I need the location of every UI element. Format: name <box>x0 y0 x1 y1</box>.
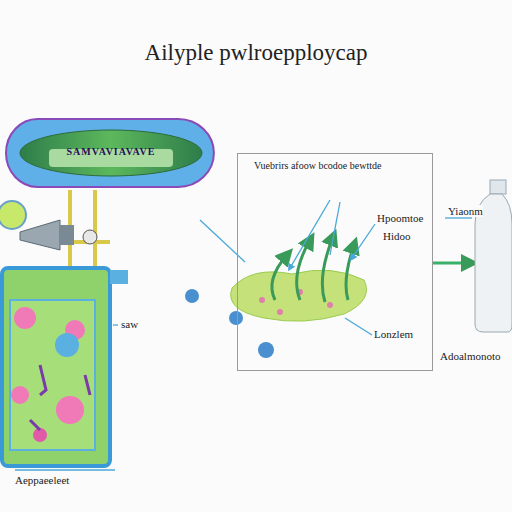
dot <box>185 289 199 303</box>
callout-label: saw <box>121 318 138 330</box>
callout-label: Lonzlem <box>374 328 413 340</box>
dot <box>229 311 243 325</box>
callout-label: Hpoomtoe <box>377 212 423 224</box>
dot <box>258 342 274 358</box>
title: Ailyple pwlroepploycap <box>0 40 512 66</box>
leader-lines <box>15 200 472 470</box>
funnel <box>0 201 97 250</box>
callout-label: Yiaonm <box>448 205 483 217</box>
organ-oval: SAMVAVIAVAVE <box>6 116 216 190</box>
pipes <box>60 190 110 270</box>
node-label: Vuebrirs afoow bcodoe bewttde <box>254 160 382 173</box>
node-label: SAMVAVIAVAVE <box>26 146 196 159</box>
callout-label: Hidoo <box>383 230 411 242</box>
bottle <box>475 180 512 332</box>
flow-arrow <box>433 262 470 265</box>
callout-label: Aeppaeeleet <box>15 474 69 486</box>
cell <box>2 268 128 466</box>
callout-label: Adoalmonoto <box>440 350 501 362</box>
membrane <box>231 237 367 321</box>
